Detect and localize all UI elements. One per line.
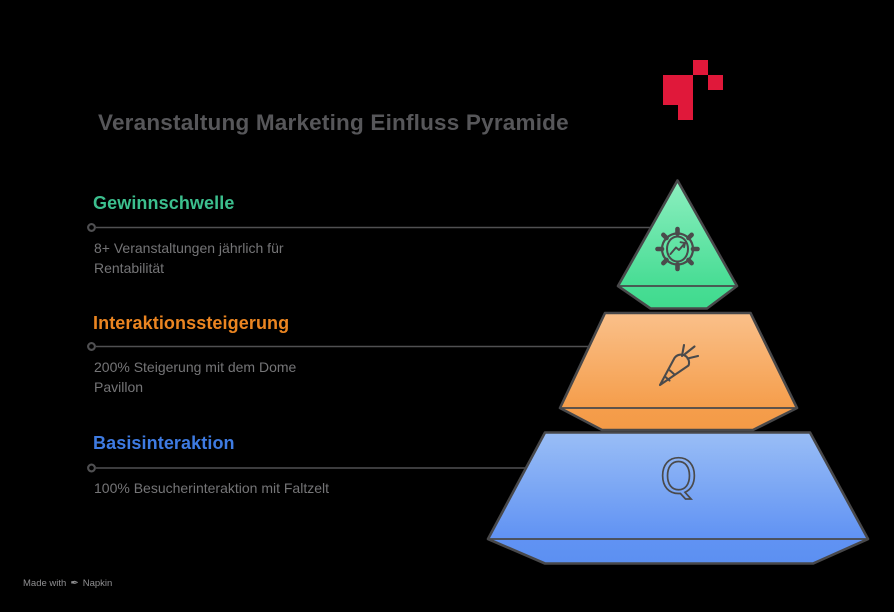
section-description-interaktionssteigerung: 200% Steigerung mit dem Dome Pavillon <box>94 359 297 395</box>
watermark-prefix: Made with <box>23 578 67 589</box>
napkin-watermark[interactable]: Made with ✒ Napkin <box>23 578 112 589</box>
section-heading-interaktionssteigerung: Interaktionssteigerung <box>93 313 290 333</box>
letter-q-icon: Q <box>660 450 697 505</box>
pen-nib-icon: ✒ <box>70 578 79 589</box>
connector-ring-icon <box>87 342 96 351</box>
connector-basisinteraktion <box>87 463 526 473</box>
connector-gewinnschwelle <box>87 223 650 232</box>
section-heading-basisinteraktion: Basisinteraktion <box>93 433 235 453</box>
connector-lines <box>87 223 650 473</box>
pyramid-level-interaktionssteigerung <box>558 311 799 432</box>
pyramid-level-gewinnschwelle <box>616 179 739 310</box>
gear-trend-icon <box>655 226 700 272</box>
pyramid-level-basisinteraktion: Q <box>486 431 870 565</box>
watermark-brand: Napkin <box>82 578 113 589</box>
napkin-logo-icon <box>663 60 723 120</box>
page-title: Veranstaltung Marketing Einfluss Pyramid… <box>98 110 569 135</box>
connector-ring-icon <box>87 223 96 232</box>
section-description-gewinnschwelle: 8+ Veranstaltungen jährlich für Rentabil… <box>94 240 284 276</box>
carrot-icon <box>658 343 700 387</box>
section-description-basisinteraktion: 100% Besucherinteraktion mit Faltzelt <box>94 480 329 496</box>
section-heading-gewinnschwelle: Gewinnschwelle <box>93 193 235 213</box>
connector-ring-icon <box>87 463 96 473</box>
connector-interaktionssteigerung <box>87 342 589 351</box>
